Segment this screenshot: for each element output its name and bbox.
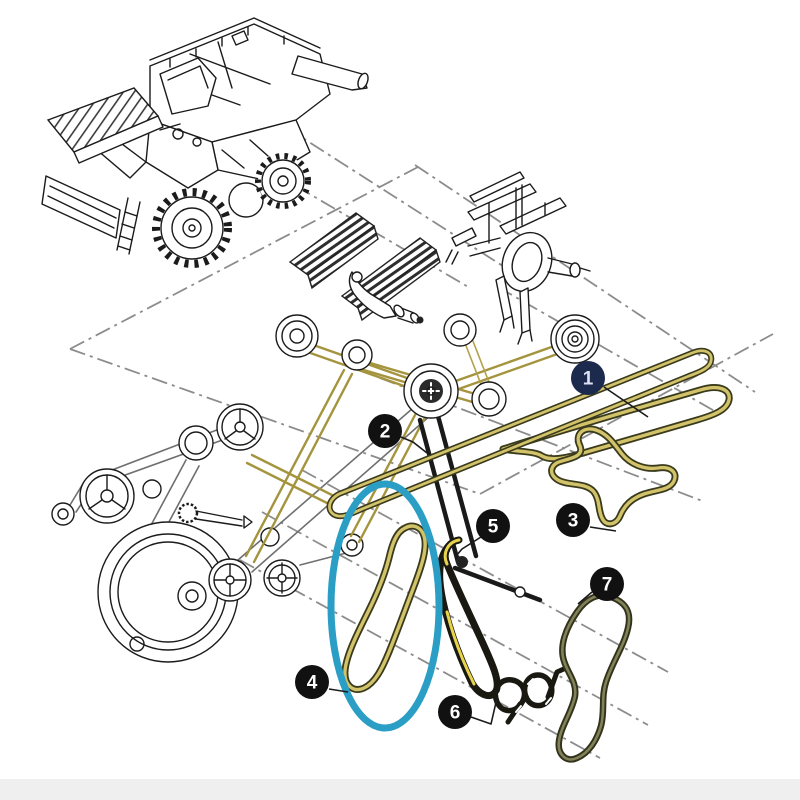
belt-part-1[interactable] [499,384,733,463]
callout-1[interactable]: 1 [571,361,649,418]
gearbox-assembly [445,171,591,345]
belt-part-7[interactable] [555,592,633,763]
callout-1-circle[interactable] [571,361,605,395]
chain-track-parts [288,212,441,324]
highlight-ellipse [327,480,443,732]
pulley-4spoke-a [208,558,252,602]
pulley-mid-c [403,363,459,419]
callout-1-number: 1 [583,369,594,390]
callout-5-circle[interactable] [476,509,510,543]
pulley-mid-b [341,339,373,371]
callout-7[interactable]: 7 [577,567,624,605]
callout-4-circle[interactable] [295,665,329,699]
pulley-3spoke-a [79,468,135,524]
callout-3-circle[interactable] [556,503,590,537]
combine-harvester-illustration [41,17,369,268]
pulley-small-b [51,502,75,526]
gear-shaft [177,502,253,529]
callout-5[interactable]: 5 [455,509,510,557]
pulley-small-e [340,533,364,557]
belt-part-2[interactable] [326,347,715,520]
roller-tip [416,316,424,324]
pulley-cluster-middle [244,313,600,603]
pulley-4spoke-b [263,559,301,597]
belt-parts [326,347,733,763]
pulley-mid-a [275,314,319,358]
callout-2-circle[interactable] [368,414,402,448]
callouts: 1 2 3 4 5 6 7 [295,361,649,729]
combine-front-wheel [152,188,232,268]
callout-4[interactable]: 4 [295,665,349,699]
callout-7-circle[interactable] [590,567,624,601]
callout-4-number: 4 [307,673,318,694]
callout-3-number: 3 [568,511,579,532]
callout-2[interactable]: 2 [368,414,428,454]
callout-6[interactable]: 6 [438,695,498,729]
callout-2-number: 2 [380,422,391,443]
pulley-small-c [142,479,162,499]
callout-7-number: 7 [602,575,613,596]
callout-3[interactable]: 3 [556,503,617,537]
tensioner-bracket [452,565,543,603]
combine-rear-wheel [255,153,311,209]
belt-part-4[interactable] [341,522,429,693]
pulley-mid-d [471,381,507,417]
idler-small [456,556,468,568]
pulley-3spoke-b [216,403,264,451]
callout-6-number: 6 [450,703,461,724]
pulley-mid-f [550,314,600,364]
callout-5-number: 5 [488,517,499,538]
belt-part-6[interactable] [492,665,569,725]
pulley-small-a [178,425,214,461]
belt-part-3[interactable] [548,425,679,528]
callout-6-circle[interactable] [438,695,472,729]
belt-part-5[interactable] [436,536,501,700]
pulley-mid-e [443,313,477,347]
footer-strip [0,779,800,800]
